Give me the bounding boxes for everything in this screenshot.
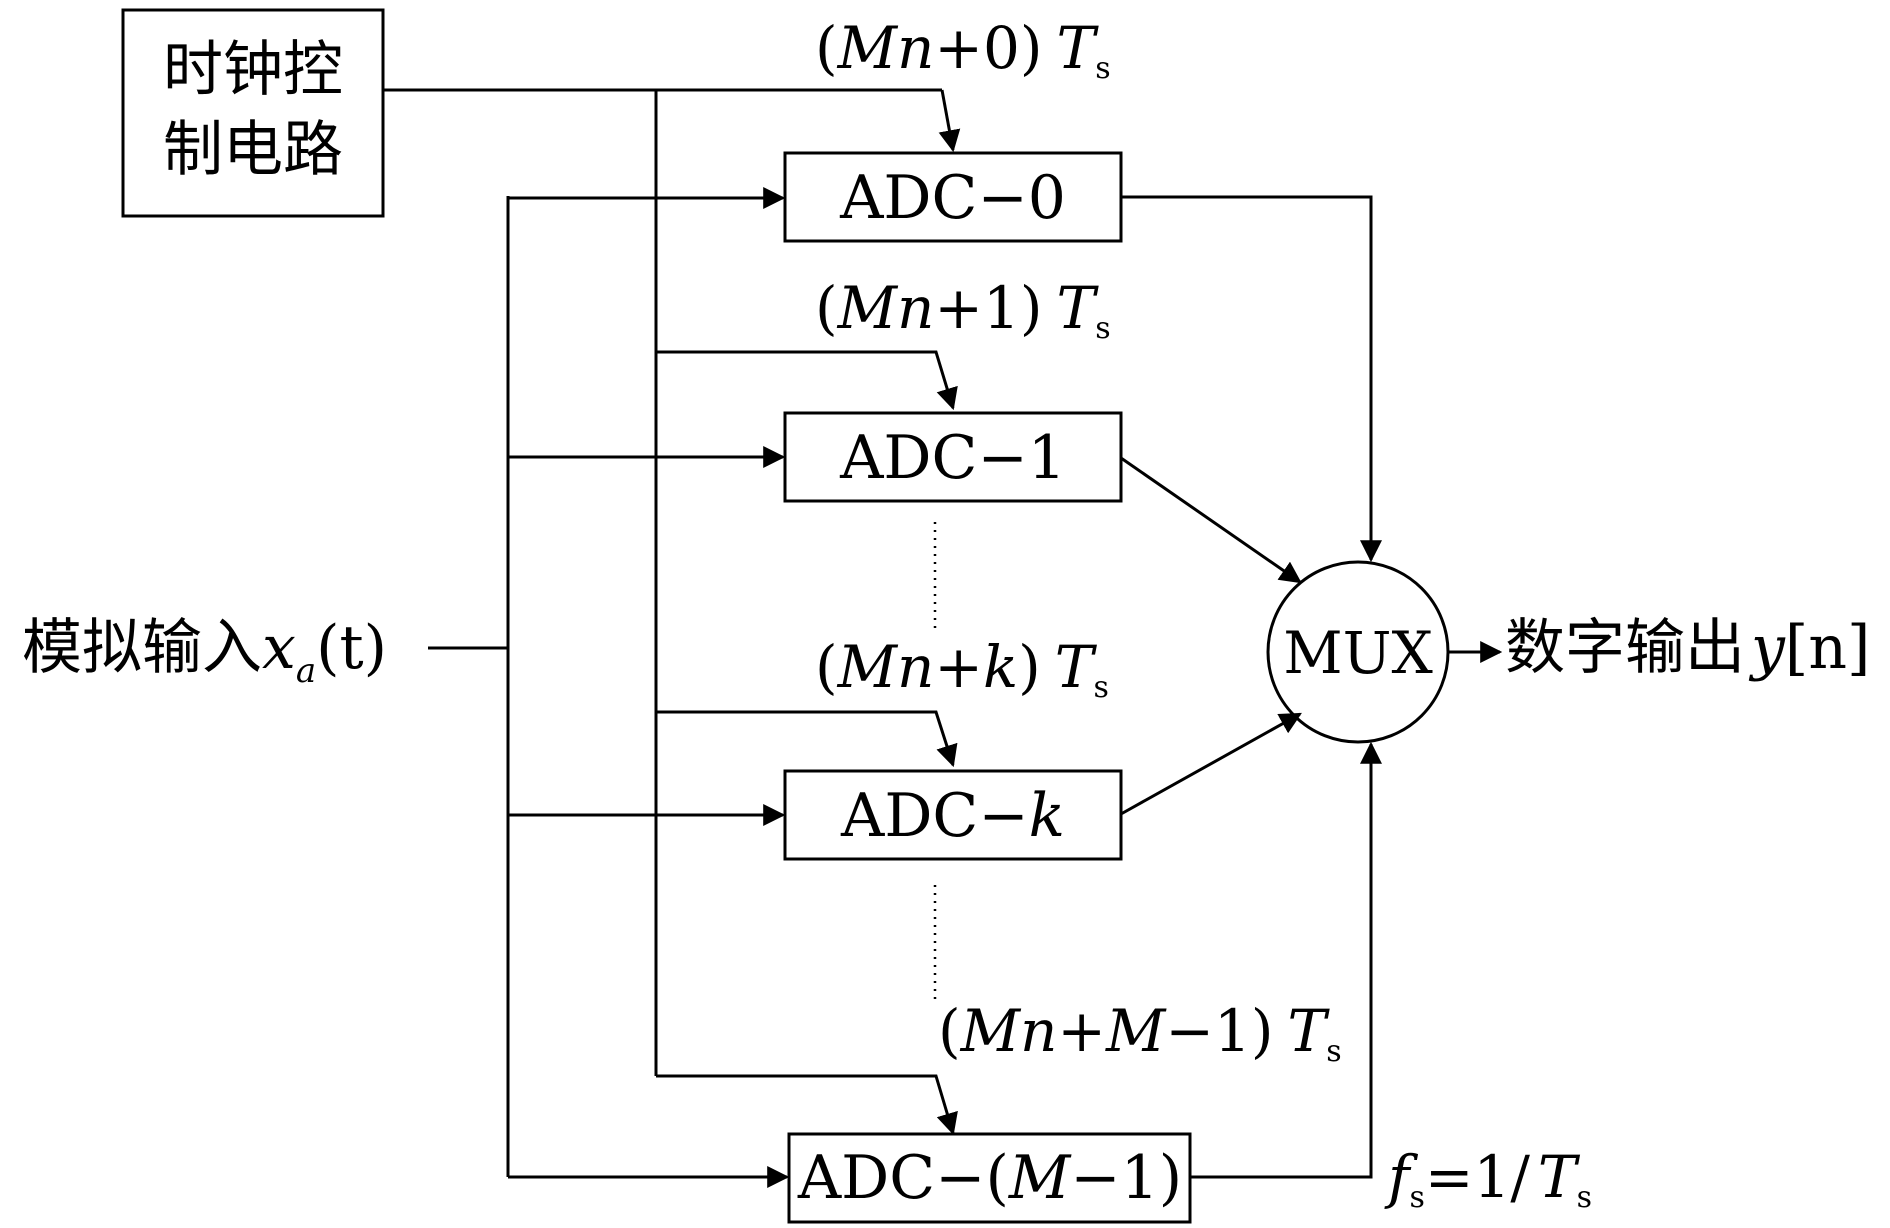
adc-label-k: ADC−k xyxy=(840,781,1065,851)
input-label-arg: (t) xyxy=(316,613,387,683)
timing-label-0: (Mn+0)Ts xyxy=(815,14,1111,86)
timing-label-m1: (Mn+M−1)Ts xyxy=(938,997,1342,1069)
timing-k-open: ( xyxy=(815,633,838,701)
output-label-arg: [n] xyxy=(1785,613,1870,683)
timing-m1-open: ( xyxy=(938,997,961,1065)
timing-k-var: Mn xyxy=(837,633,935,701)
input-label-sub: a xyxy=(296,651,316,691)
adc-k-var: k xyxy=(1029,781,1065,851)
adc-box-1 xyxy=(783,411,1123,503)
timing-m1-T: T xyxy=(1288,997,1331,1065)
adc-box-k xyxy=(783,769,1123,861)
fs-sub: s xyxy=(1409,1180,1424,1215)
timing-1-rest: +1) xyxy=(934,274,1042,342)
clock-tap-k xyxy=(656,710,958,768)
fs-eq: =1/ xyxy=(1425,1143,1530,1211)
timing-k-rest2: ) xyxy=(1018,633,1041,701)
clock-label-line1: 时钟控 xyxy=(163,35,343,105)
clock-tap-1 xyxy=(656,350,958,411)
input-label-var: x xyxy=(262,613,296,683)
adc-m1-var: M xyxy=(1008,1143,1072,1213)
adc-0-suffix: 0 xyxy=(1028,163,1066,233)
adc-label-m1: ADC−(M−1) xyxy=(797,1143,1182,1213)
fs-T: T xyxy=(1538,1143,1581,1211)
timing-0-open: ( xyxy=(815,14,838,82)
adc-1-suffix: 1 xyxy=(1028,423,1066,493)
clock-tap-m1 xyxy=(656,1074,958,1136)
timing-0-rest: +0) xyxy=(934,14,1042,82)
timing-1-open: ( xyxy=(815,274,838,342)
adc-label-1: ADC−1 xyxy=(839,423,1066,493)
input-label: 模拟输入xa(t) xyxy=(22,613,387,691)
fs-sub2: s xyxy=(1577,1180,1592,1215)
timing-k-T: T xyxy=(1055,633,1098,701)
adc-1-to-mux xyxy=(1120,456,1302,584)
adc-1-prefix: ADC− xyxy=(839,423,1028,493)
timing-0-sub: s xyxy=(1095,51,1110,86)
timing-1-T: T xyxy=(1057,274,1100,342)
adc-label-0: ADC−0 xyxy=(839,163,1066,233)
output-label-text: 数字输出 xyxy=(1505,613,1745,683)
timing-m1-rest: + xyxy=(1057,997,1106,1065)
timing-label-k: (Mn+k)Ts xyxy=(815,633,1109,705)
timing-label-1: (Mn+1)Ts xyxy=(815,274,1111,346)
clock-tap-0 xyxy=(938,89,961,153)
adc-k-to-mux xyxy=(1120,712,1302,816)
adc-0-to-mux xyxy=(1121,195,1382,563)
fs-label: fs=1/Ts xyxy=(1384,1143,1592,1215)
adc-0-prefix: ADC− xyxy=(839,163,1028,233)
timing-k-rest: + xyxy=(934,633,983,701)
clock-label-line2: 制电路 xyxy=(163,115,343,185)
input-label-text: 模拟输入 xyxy=(22,613,262,683)
adc-m1-suffix: −1) xyxy=(1070,1143,1182,1213)
timing-1-var: Mn xyxy=(837,274,935,342)
adc-m1-to-mux xyxy=(1190,741,1382,1179)
timing-0-var: Mn xyxy=(837,14,935,82)
clock-control-box xyxy=(121,8,385,218)
timing-m1-rest2: −1) xyxy=(1165,997,1273,1065)
timing-m1-sub: s xyxy=(1326,1034,1341,1069)
output-label-var: y xyxy=(1748,613,1786,683)
mux-label: MUX xyxy=(1283,619,1433,687)
timing-k-var2: k xyxy=(983,633,1018,701)
timing-1-sub: s xyxy=(1095,311,1110,346)
adc-m1-prefix: ADC−( xyxy=(797,1143,1009,1213)
adc-k-prefix: ADC− xyxy=(840,781,1029,851)
timing-0-T: T xyxy=(1057,14,1100,82)
timing-k-sub: s xyxy=(1093,670,1108,705)
timing-m1-var2: M xyxy=(1105,997,1167,1065)
timing-m1-var: Mn xyxy=(960,997,1058,1065)
